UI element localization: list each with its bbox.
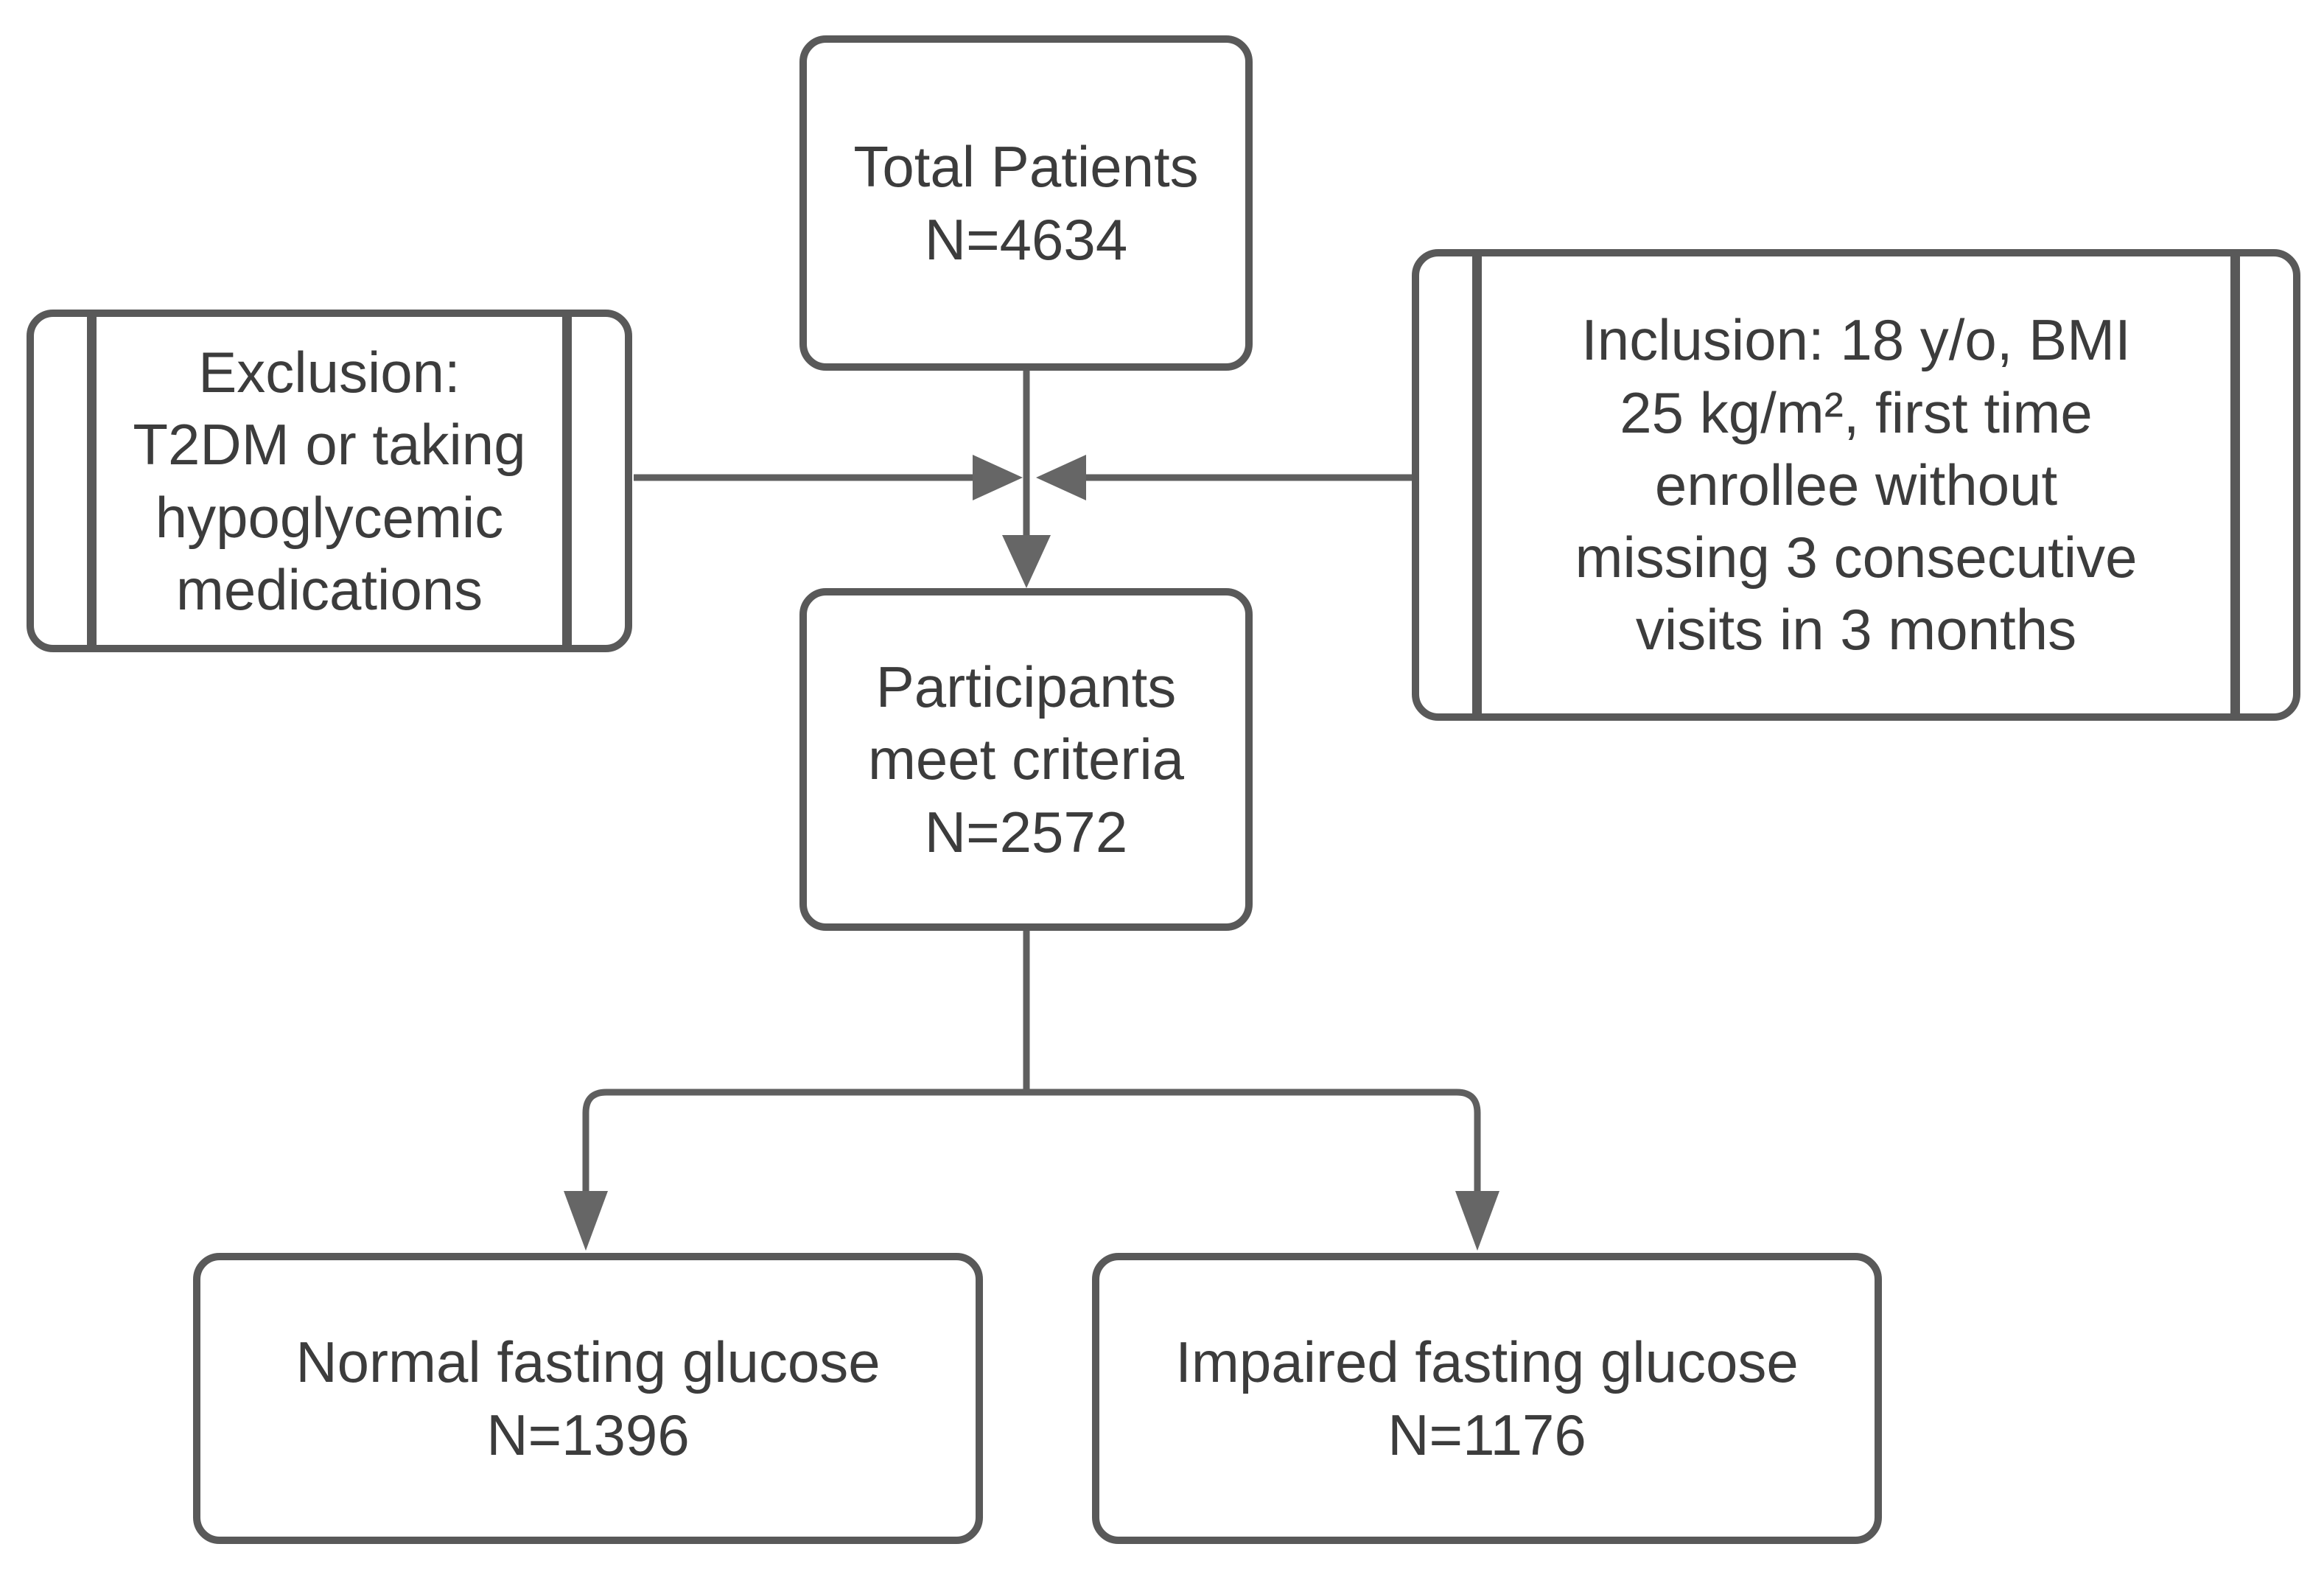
predefined-process-bar-right xyxy=(562,317,572,645)
node-total-patients: Total Patients N=4634 xyxy=(799,35,1253,371)
arrowhead-down-to-participants-icon xyxy=(1002,535,1051,588)
node-exclusion: Exclusion: T2DM or taking hypoglycemic m… xyxy=(27,310,632,652)
node-label: Exclusion: T2DM or taking hypoglycemic m… xyxy=(133,339,526,622)
node-label: Impaired fasting glucose xyxy=(1175,1330,1799,1395)
node-count: N=4634 xyxy=(924,206,1128,272)
predefined-process-bar-right xyxy=(2230,256,2240,713)
predefined-process-bar-left xyxy=(1472,256,1482,713)
node-impaired-fasting-glucose: Impaired fasting glucose N=1176 xyxy=(1092,1253,1882,1544)
node-inclusion: Inclusion: 18 y/o, BMI 25 kg/m², first t… xyxy=(1412,249,2300,721)
arrowhead-down-to-normal-icon xyxy=(564,1191,608,1251)
arrowhead-right-from-exclusion-icon xyxy=(973,455,1023,500)
arrowhead-down-to-impaired-icon xyxy=(1455,1191,1499,1251)
predefined-process-bar-left xyxy=(87,317,97,645)
node-participants-meet-criteria: Participants meet criteria N=2572 xyxy=(799,588,1253,931)
node-count: N=1176 xyxy=(1387,1402,1586,1467)
node-label: Total Patients xyxy=(853,134,1199,200)
node-label: Participants meet criteria xyxy=(867,654,1185,792)
node-count: N=1396 xyxy=(486,1402,690,1467)
node-count: N=2572 xyxy=(924,799,1128,864)
node-normal-fasting-glucose: Normal fasting glucose N=1396 xyxy=(193,1253,983,1544)
node-label: Normal fasting glucose xyxy=(295,1330,881,1395)
arrowhead-left-from-inclusion-icon xyxy=(1036,455,1086,500)
node-label: Inclusion: 18 y/o, BMI 25 kg/m², first t… xyxy=(1575,307,2138,663)
connector-split xyxy=(582,1089,1481,1194)
